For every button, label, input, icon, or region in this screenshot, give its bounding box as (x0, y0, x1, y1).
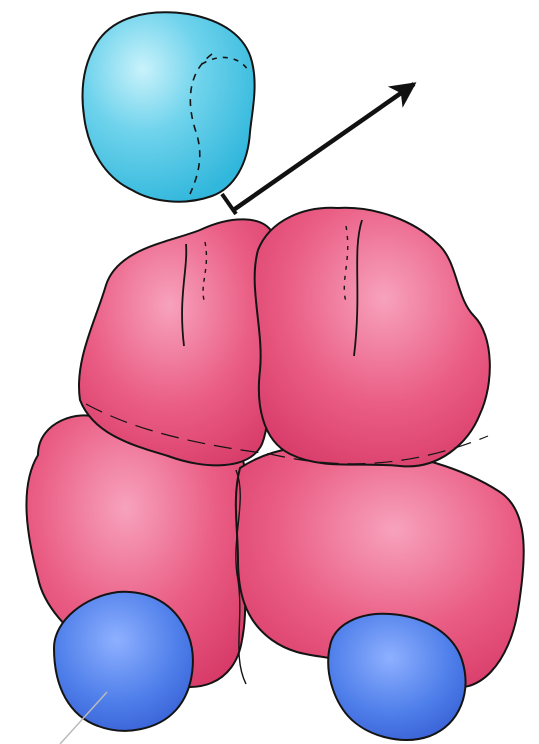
top-blue-subunit (83, 12, 255, 201)
bottom-left-blue-subunit (54, 592, 193, 731)
arrow-stem (222, 194, 236, 214)
direction-arrow (232, 84, 414, 211)
pink-upper-right-lobe (255, 208, 490, 467)
pink-upper-left-lobe (79, 219, 280, 465)
